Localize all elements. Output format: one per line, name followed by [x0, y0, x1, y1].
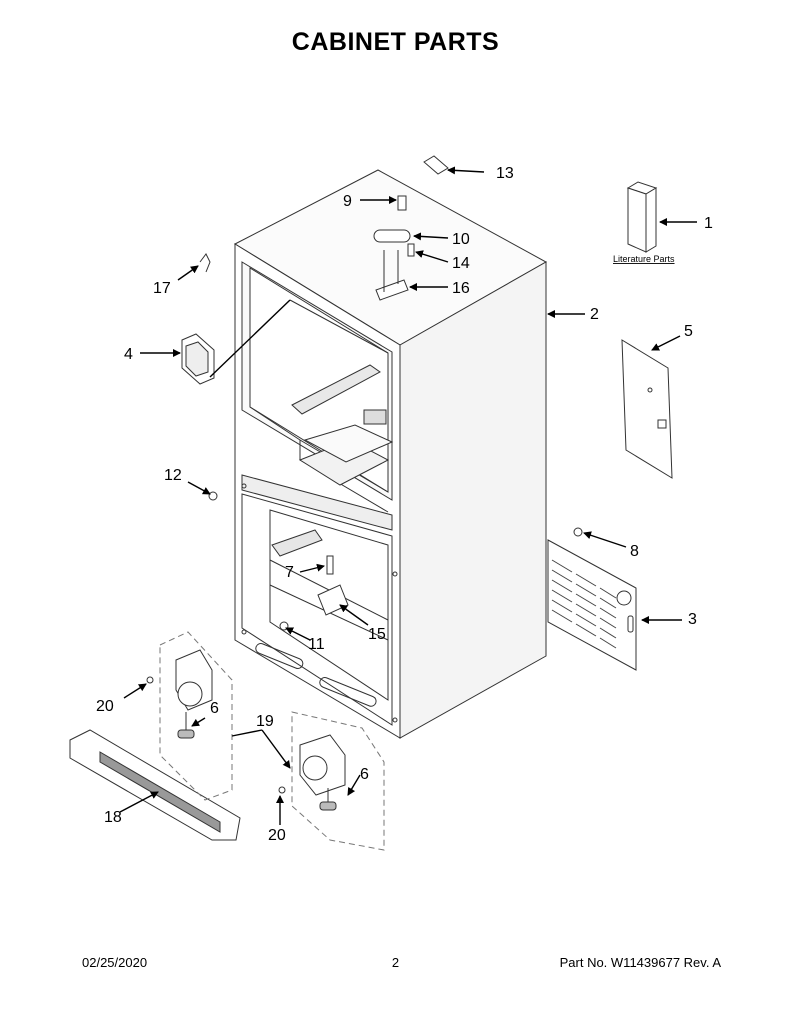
callout-5: 5: [684, 323, 693, 340]
callout-9: 9: [343, 193, 352, 210]
roller-group-left: [159, 631, 233, 801]
cabinet-shell: [233, 169, 548, 739]
rollers: [146, 649, 346, 811]
callout-6a: 6: [210, 700, 219, 717]
callout-18: 18: [104, 809, 122, 826]
footer-part-number: Part No. W11439677 Rev. A: [559, 955, 721, 970]
hinge-cover: [181, 333, 215, 385]
callout-11: 11: [308, 636, 325, 653]
footer-page-number: 2: [391, 955, 400, 970]
page-title: CABINET PARTS: [291, 28, 500, 56]
callout-7: 7: [285, 564, 294, 581]
callout-15: 15: [368, 626, 386, 643]
compressor-grille: [547, 539, 637, 671]
footer-date: 02/25/2020: [82, 955, 148, 970]
callout-2: 2: [590, 306, 599, 323]
callout-4: 4: [124, 346, 133, 363]
callout-14: 14: [452, 255, 470, 272]
callout-12: 12: [164, 467, 182, 484]
callout-10: 10: [452, 231, 470, 248]
toe-grille: [69, 729, 241, 841]
clip-part: [199, 253, 211, 273]
callout-13: 13: [496, 165, 514, 182]
callout-19: 19: [256, 713, 274, 730]
callout-20a: 20: [96, 698, 114, 715]
callout-17: 17: [153, 280, 171, 297]
top-hinge-assembly: [373, 195, 415, 301]
literature-box: [626, 181, 658, 253]
top-pad: [423, 155, 449, 175]
callout-3: 3: [688, 611, 697, 628]
leader-lines: [119, 166, 697, 825]
roller-group-right: [291, 711, 385, 851]
screws: [208, 491, 583, 631]
callout-20b: 20: [268, 827, 286, 844]
callout-1: 1: [704, 215, 713, 232]
callout-8: 8: [630, 543, 639, 560]
literature-label: Literature Parts: [613, 254, 675, 264]
callout-16: 16: [452, 280, 470, 297]
rear-panel: [621, 339, 673, 479]
callout-6b: 6: [360, 766, 369, 783]
